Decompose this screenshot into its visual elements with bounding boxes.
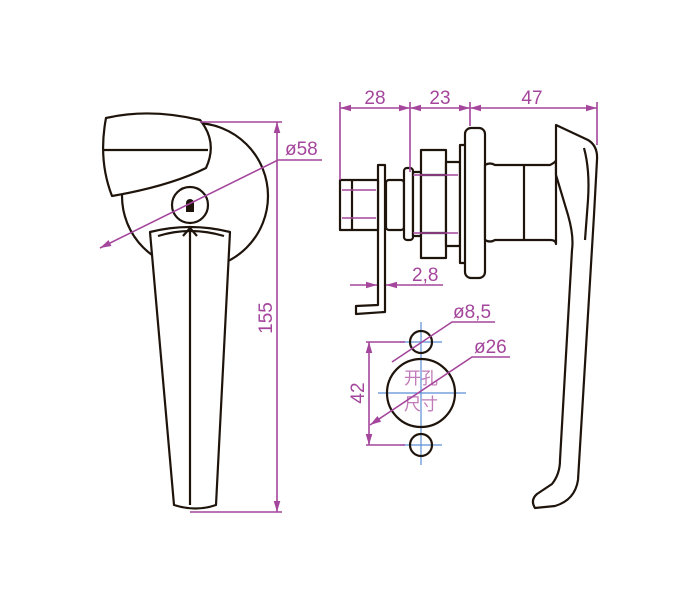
dim-23: 23	[429, 88, 450, 109]
cutout-label-1: 开孔	[404, 369, 438, 389]
side-dimensions: 28 23 47 2,8	[339, 88, 598, 289]
small-hole-bottom	[408, 432, 434, 458]
washer-nut	[384, 178, 406, 232]
dim-155: 155	[256, 302, 277, 334]
main-hole	[385, 357, 457, 429]
end-nut	[338, 178, 380, 232]
cam-plate	[354, 163, 387, 316]
lever-collar	[157, 229, 225, 238]
neck	[483, 158, 558, 246]
dim-2-8: 2,8	[412, 265, 438, 286]
dim-diameter-58: ø58	[285, 139, 318, 160]
handle-lever-side	[531, 123, 599, 510]
front-view	[102, 112, 270, 510]
flange	[463, 126, 487, 280]
dim-28: 28	[364, 88, 385, 109]
panel-cutout: 开孔 尺寸 42 ø8,5 ø26	[348, 302, 510, 465]
front-dimensions: 155 ø58	[99, 121, 322, 513]
dim-47: 47	[521, 88, 542, 109]
mounting-nut	[419, 148, 448, 260]
side-view	[338, 123, 599, 510]
lever-ridge	[182, 226, 198, 505]
body-thread	[411, 170, 423, 238]
dim-diameter-8-5: ø8,5	[453, 302, 491, 323]
spacer	[402, 166, 415, 242]
handle-cap	[102, 112, 212, 198]
dim-diameter-26: ø26	[474, 337, 507, 358]
small-hole-top	[408, 329, 434, 355]
dim-42: 42	[348, 382, 369, 403]
cutout-label-2: 尺寸	[404, 395, 438, 415]
